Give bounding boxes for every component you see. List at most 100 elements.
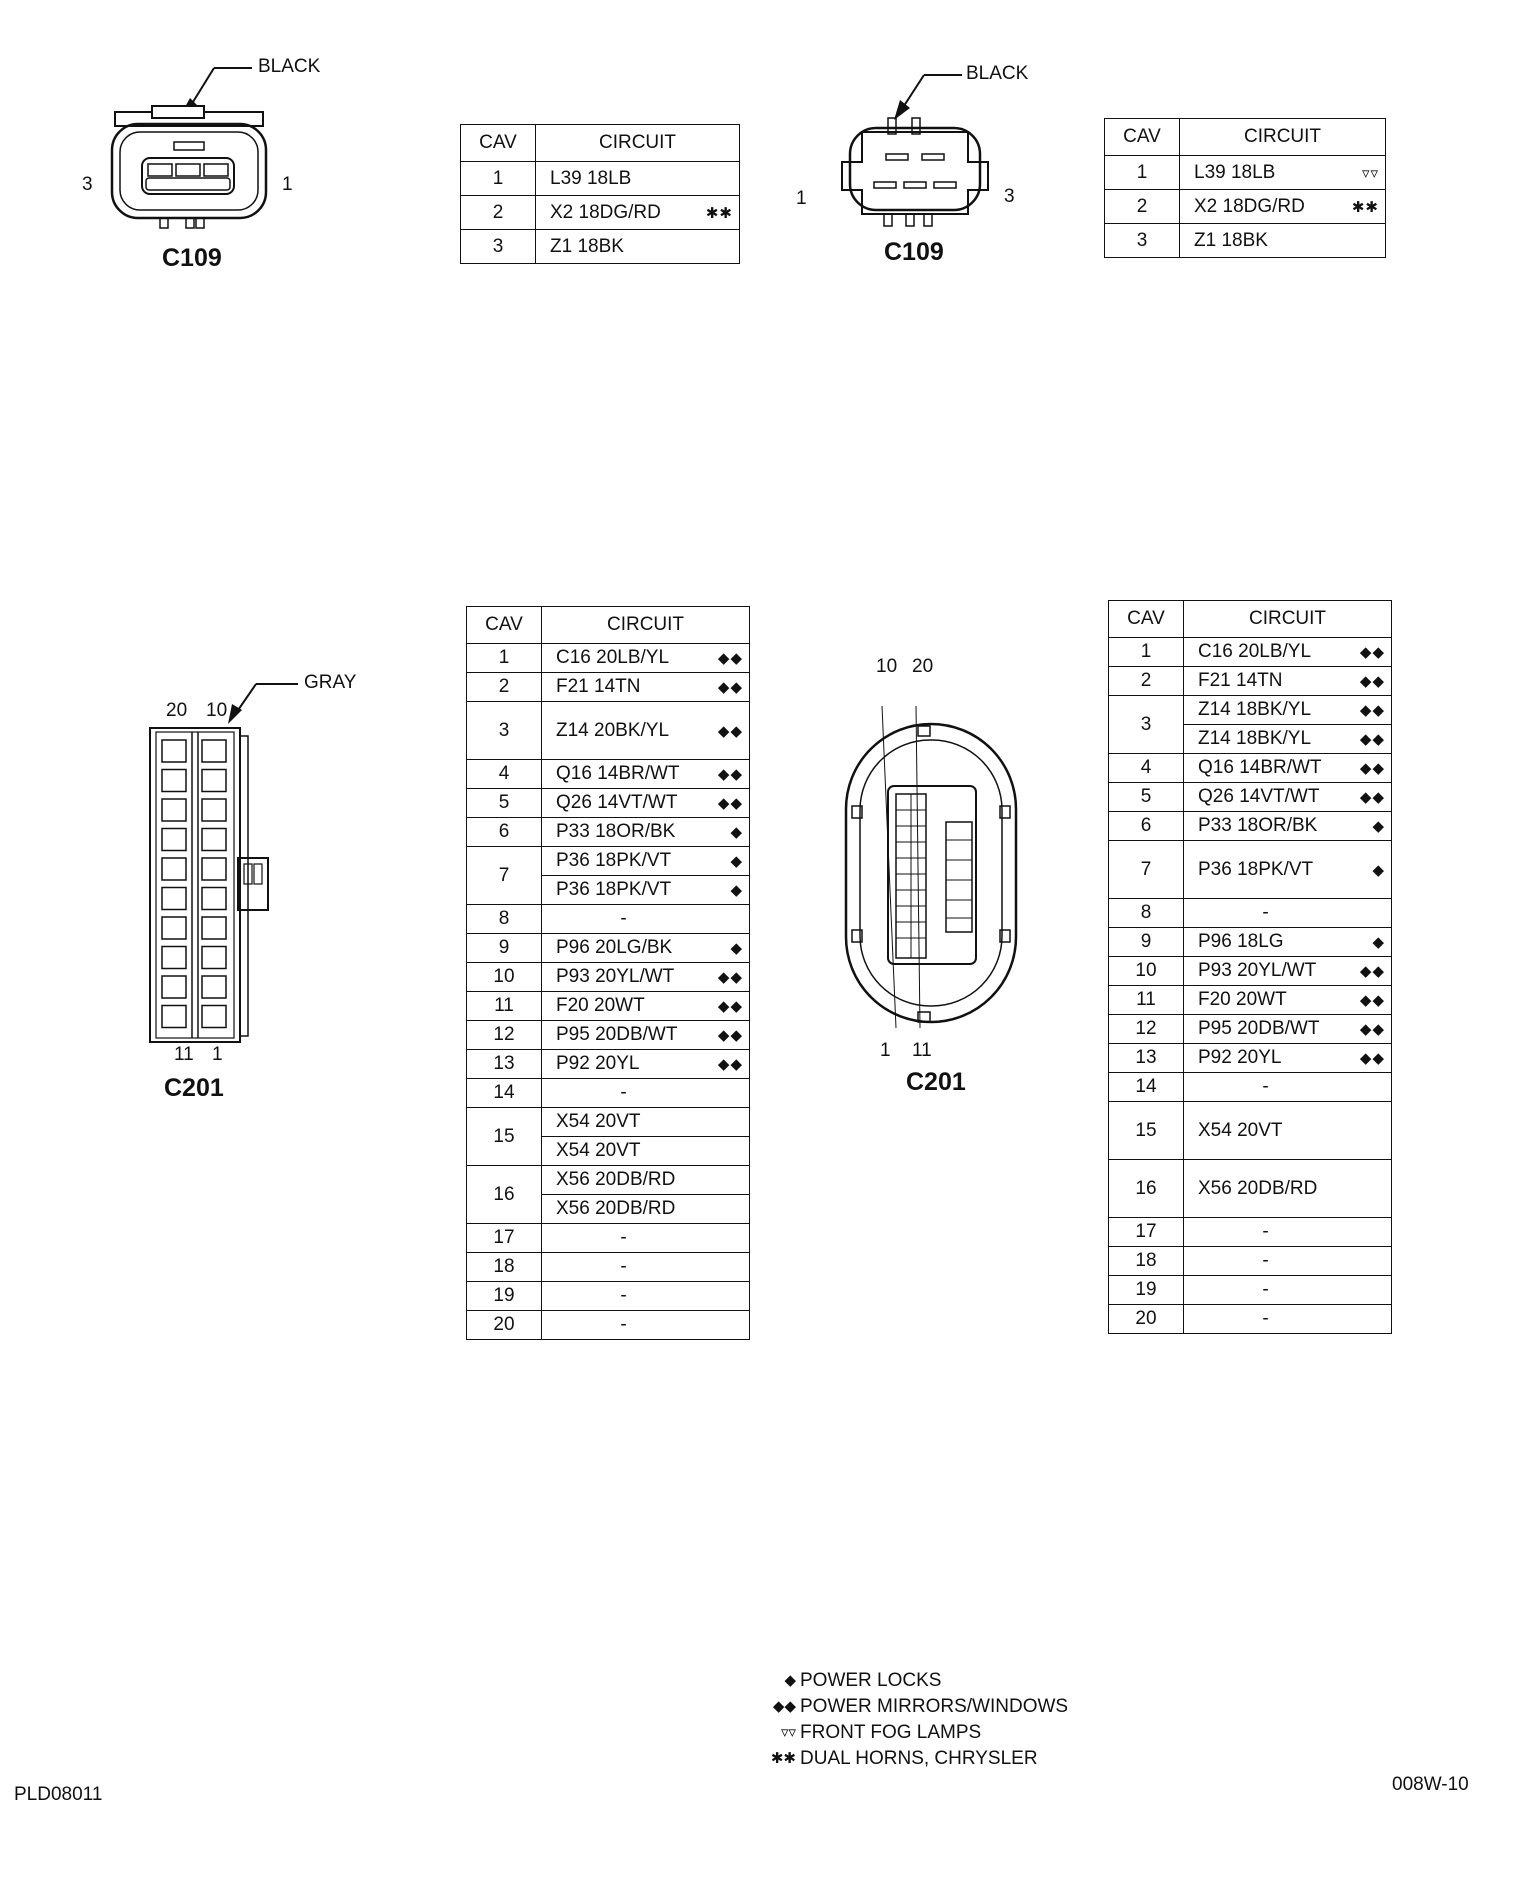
- circuit-text: -: [1262, 1250, 1269, 1271]
- circuit-cell: P92 20YL◆◆: [1183, 1043, 1392, 1073]
- footer-left-code: PLD08011: [14, 1784, 103, 1805]
- circuit-text: F20 20WT: [556, 995, 645, 1016]
- option-marker: ◆◆: [1359, 1021, 1385, 1038]
- circuit-text: Q26 14VT/WT: [1198, 786, 1320, 807]
- cav-cell: 16: [466, 1165, 542, 1224]
- cav-cell: 10: [466, 962, 542, 992]
- cavity-slot: [201, 768, 227, 793]
- cav-cell: 20: [1108, 1304, 1184, 1334]
- circuit-text: Q16 14BR/WT: [556, 763, 680, 784]
- option-marker: ◆◆: [717, 766, 743, 783]
- cav-cell: 7: [466, 846, 542, 905]
- circuit-cell: P93 20YL/WT◆◆: [541, 962, 750, 992]
- legend-text: FRONT FOG LAMPS: [800, 1722, 982, 1743]
- circuit-cell: C16 20LB/YL◆◆: [541, 643, 750, 673]
- circuit-cell: P33 18OR/BK◆: [1183, 811, 1392, 841]
- circuit-cell: X56 20DB/RD: [541, 1165, 750, 1195]
- circuit-cell: Q16 14BR/WT◆◆: [1183, 753, 1392, 783]
- cav-cell: 4: [466, 759, 542, 789]
- cavity-slot: [201, 739, 227, 763]
- cav-cell: 15: [1108, 1101, 1184, 1160]
- pin-label-bottom-1: 1: [212, 1044, 223, 1065]
- table-row: 14-: [1108, 1072, 1392, 1102]
- cavity-slot: [161, 886, 187, 911]
- circuit-cell: -: [541, 1223, 750, 1253]
- col-cav: CAV: [1108, 600, 1184, 638]
- table-row: 3 Z1 18BK: [1104, 223, 1386, 258]
- circuit-text: Q16 14BR/WT: [1198, 757, 1322, 778]
- table-row: 1 L39 18LB: [460, 161, 740, 196]
- table-row: 8-: [1108, 898, 1392, 928]
- option-marker: ◆◆: [1359, 644, 1385, 661]
- circuit-cell: F21 14TN◆◆: [1183, 666, 1392, 696]
- circuit-cell: Z1 18BK: [1179, 223, 1386, 258]
- table-row: 19-: [1108, 1275, 1392, 1305]
- circuit-text: Z1 18BK: [1194, 229, 1268, 251]
- circuit-text: C16 20LB/YL: [556, 647, 670, 668]
- circuit-cell: -: [1183, 1246, 1392, 1276]
- col-cav: CAV: [466, 606, 542, 644]
- circuit-text: -: [1262, 1279, 1269, 1300]
- cav-cell: 3: [460, 229, 536, 264]
- pin-label-bottom-11: 11: [174, 1044, 194, 1065]
- circuit-cell: Z14 20BK/YL◆◆: [541, 701, 750, 760]
- circuit-cell: P36 18PK/VT◆: [1183, 840, 1392, 899]
- circuit-text: X2 18DG/RD: [1194, 195, 1305, 217]
- circuit-cell: X54 20VT: [541, 1136, 750, 1166]
- circuit-text: P92 20YL: [1198, 1047, 1282, 1068]
- circuit-text: -: [1262, 1221, 1269, 1242]
- option-marker: ◆◆: [1359, 963, 1385, 980]
- col-circuit: CIRCUIT: [541, 606, 750, 644]
- circuit-cell: P92 20YL◆◆: [541, 1049, 750, 1079]
- circuit-text: X56 20DB/RD: [1198, 1177, 1318, 1199]
- circuit-text: P36 18PK/VT: [556, 850, 672, 871]
- color-label: BLACK: [966, 63, 1029, 84]
- circuit-text: X56 20DB/RD: [556, 1169, 676, 1190]
- cav-cell: 7: [1108, 840, 1184, 899]
- cavity-table-c109-a: CAV CIRCUIT 1 L39 18LB 2 X2 18DG/RD✱✱ 3 …: [460, 124, 740, 264]
- footer-right-code: 008W-10: [1392, 1774, 1469, 1795]
- circuit-cell: Z14 18BK/YL◆◆: [1183, 695, 1392, 725]
- cavity-slot: [201, 945, 227, 970]
- cavity-table-c109-b: CAV CIRCUIT 1 L39 18LB▿▿ 2 X2 18DG/RD✱✱ …: [1104, 118, 1386, 258]
- table-row: 7 P36 18PK/VT ◆: [466, 846, 750, 905]
- cav-cell: 12: [1108, 1014, 1184, 1044]
- legend-item: ◆◆POWER MIRRORS/WINDOWS: [770, 1694, 1068, 1720]
- cav-cell: 17: [466, 1223, 542, 1253]
- cav-cell: 5: [1108, 782, 1184, 812]
- circuit-text: Q26 14VT/WT: [556, 792, 678, 813]
- circuit-cell: -: [1183, 1072, 1392, 1102]
- table-row: 19-: [466, 1281, 750, 1311]
- cav-cell: 18: [466, 1252, 542, 1282]
- cav-cell: 4: [1108, 753, 1184, 783]
- circuit-text: L39 18LB: [550, 167, 632, 189]
- circuit-text: Z14 18BK/YL: [1198, 728, 1312, 749]
- circuit-text: -: [620, 1285, 627, 1306]
- cav-cell: 1: [1108, 637, 1184, 667]
- circuit-text: P96 20LG/BK: [556, 937, 673, 958]
- circuit-text: -: [1262, 902, 1269, 923]
- table-row: 20-: [1108, 1304, 1392, 1334]
- cavity-slot: [201, 798, 227, 822]
- table-row: X56 20DB/RD: [467, 1194, 750, 1224]
- option-marker: ◆: [730, 853, 743, 870]
- option-marker: ◆: [1372, 818, 1385, 835]
- legend-item: ▿▿FRONT FOG LAMPS: [770, 1720, 1068, 1746]
